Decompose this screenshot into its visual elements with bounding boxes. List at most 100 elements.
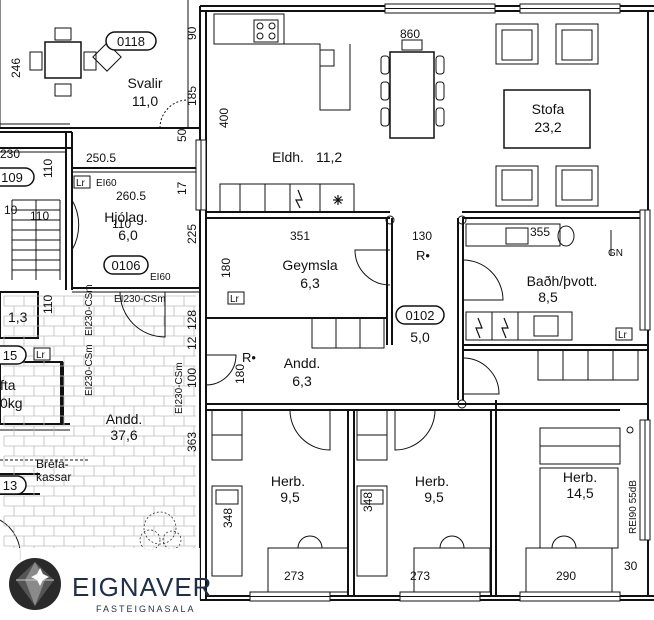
room-hjolag-area: 6,0 [118, 227, 138, 243]
room-herb2-area: 9,5 [424, 489, 444, 505]
dim-860: 860 [400, 27, 420, 41]
fire-ei60-b: EI60 [150, 272, 171, 283]
lr-markers: Lr Lr Lr Lr [33, 175, 633, 361]
lyfta-fragment: fta [0, 377, 16, 393]
lr-marker-1: Lr [76, 178, 86, 189]
room-labels: Svalir 11,0 Stofa 23,2 Eldh. 11,2 Hjólag… [0, 75, 597, 505]
dining-table [380, 39, 445, 139]
brand-logo: EIGNAVER FASTEIGNASALA [0, 548, 212, 620]
dim-225: 225 [185, 224, 199, 244]
lr-marker-4: Lr [36, 350, 46, 361]
room-eldh-area: 11,2 [316, 149, 342, 165]
wardrobes [211, 317, 639, 465]
dim-290: 290 [556, 569, 576, 583]
room-stofa-name: Stofa [532, 101, 565, 117]
dim-273-b: 273 [410, 569, 430, 583]
tag-0118: 0118 [117, 34, 145, 49]
dim-230: 230 [0, 147, 20, 161]
storage-left-area: 1,3 [8, 309, 28, 325]
room-hjolag-name: Hjólag. [104, 209, 148, 225]
room-badh-area: 8,5 [538, 289, 558, 305]
room-andd-outer-area: 37,6 [110, 427, 137, 443]
tile-floor-pattern [3, 295, 196, 548]
room-andd-inner-name: Andd. [284, 355, 321, 371]
dim-363: 363 [185, 432, 199, 452]
dim-90: 90 [185, 26, 199, 40]
room-badh-name: Baðh/þvott. [527, 273, 598, 289]
stove-icon [333, 195, 343, 205]
dim-355: 355 [530, 225, 550, 239]
tag-13: 13 [3, 478, 17, 493]
windows [195, 3, 651, 602]
bathroom-fixtures [465, 223, 612, 341]
doors [71, 199, 634, 451]
dim-348-b: 348 [361, 492, 375, 512]
fire-ei230-b: EI230-CSm [84, 284, 95, 336]
fire-ei230-a: EI230-CSm [114, 294, 166, 305]
room-svalir-area: 11,0 [132, 93, 158, 109]
room-herb1-name: Herb. [271, 473, 305, 489]
beds [211, 467, 619, 593]
fire-ei230-d: EI230-CSm [174, 362, 185, 414]
brefa-label: Bréfa- [36, 457, 69, 471]
dim-400: 400 [217, 108, 231, 128]
tag-0102: 0102 [406, 308, 435, 323]
dim-12: 12 [185, 336, 199, 350]
dim-348-a: 348 [221, 508, 235, 528]
fire-ratings: EI60 EI60 EI230-CSm EI230-CSm EI230-CSm … [84, 178, 639, 534]
fire-ei60-a: EI60 [96, 178, 117, 189]
room-svalir-name: Svalir [127, 75, 162, 91]
dim-128: 128 [185, 310, 199, 330]
dim-50: 50 [175, 128, 189, 142]
dim-30: 30 [624, 559, 638, 573]
balcony [0, 0, 200, 129]
room-andd-outer-name: Andd. [106, 411, 143, 427]
dimension-labels: 860 246 90 185 400 50 230 110 250.5 260.… [0, 26, 638, 583]
dim-246: 246 [9, 58, 23, 78]
tag-109: 109 [1, 170, 23, 185]
lr-marker-3: Lr [618, 330, 628, 341]
kitchen-fixtures [213, 13, 355, 213]
gn-label: GN [608, 248, 623, 259]
dim-10: 10 [4, 203, 18, 217]
diamond-logo-icon [9, 558, 61, 610]
room-geymsla-area: 6,3 [300, 275, 320, 291]
room-herb1-area: 9,5 [280, 489, 300, 505]
apt-area: 5,0 [410, 329, 430, 345]
dim-110-b: 110 [41, 295, 55, 314]
room-herb3-area: 14,5 [566, 485, 593, 501]
dim-180-b: 180 [233, 364, 247, 384]
dim-110-c: 110 [112, 217, 131, 231]
exterior-walls [199, 5, 654, 601]
dim-185: 185 [185, 86, 199, 106]
dim-250-5: 250.5 [86, 151, 116, 165]
room-herb3-name: Herb. [563, 469, 597, 485]
room-eldh-name: Eldh. [272, 149, 304, 165]
brand-tagline: FASTEIGNASALA [96, 604, 196, 614]
room-geymsla-name: Geymsla [282, 257, 337, 273]
room-herb2-name: Herb. [415, 473, 449, 489]
kassar-label: kassar [36, 470, 71, 484]
living-furniture [495, 23, 599, 207]
brand-name: EIGNAVER [72, 572, 212, 602]
dim-110-a: 110 [41, 159, 55, 178]
shrub [139, 511, 182, 551]
dim-351: 351 [290, 229, 310, 243]
fire-rei90: REI90 55dB [628, 480, 639, 534]
lyfta-kg: 0kg [0, 395, 23, 411]
tag-15: 15 [3, 348, 17, 363]
dim-100: 100 [185, 368, 199, 388]
tag-0106: 0106 [112, 258, 141, 273]
dim-260-5: 260.5 [116, 189, 146, 203]
room-stofa-area: 23,2 [534, 119, 561, 135]
room-andd-inner-area: 6,3 [292, 373, 312, 389]
interior-walls [205, 211, 648, 600]
r-marker-1: R• [416, 248, 430, 263]
dim-273-a: 273 [284, 569, 304, 583]
room-tags: 0118 0106 0102 109 15 13 [0, 31, 445, 495]
dim-110-d: 110 [30, 209, 49, 223]
lr-marker-2: Lr [230, 294, 240, 305]
r-marker-2: R• [242, 350, 256, 365]
dim-130: 130 [412, 229, 432, 243]
